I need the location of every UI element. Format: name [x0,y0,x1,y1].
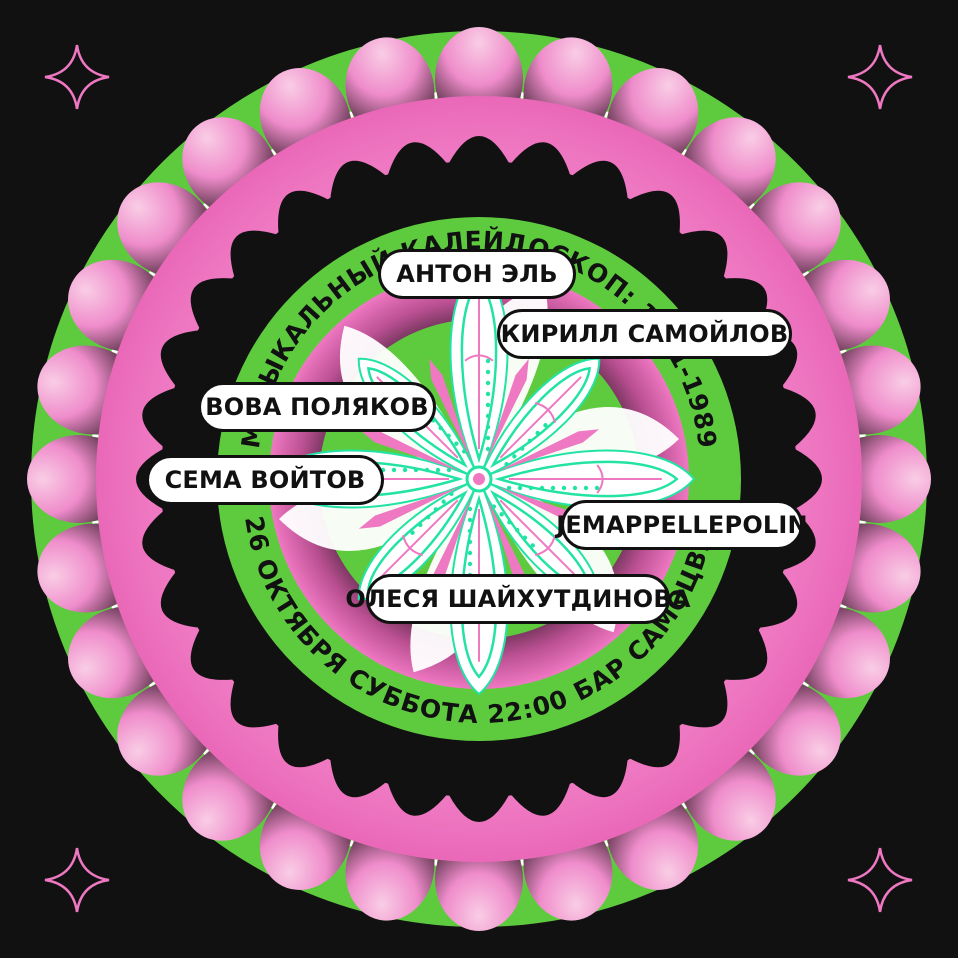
four-point-star-icon [847,847,913,913]
performer-pill-vova-polyakov: ВОВА ПОЛЯКОВ [198,382,436,432]
performer-name: ОЛЕСЯ ШАЙХУТДИНОВА [345,585,691,613]
four-point-star-icon [44,44,110,110]
four-point-star-icon [44,847,110,913]
performer-pill-kirill-samoylov: КИРИЛЛ САМОЙЛОВ [497,309,792,359]
performer-pill-anton-el: АНТОН ЭЛЬ [378,249,576,299]
performer-name: КИРИЛЛ САМОЙЛОВ [500,320,789,348]
performer-name: ВОВА ПОЛЯКОВ [205,393,429,421]
performer-name: JEMAPPELLEPOLIN [556,511,808,539]
performer-pill-sema-voytov: СЕМА ВОЙТОВ [146,455,384,505]
performer-name: СЕМА ВОЙТОВ [164,466,366,494]
performer-pill-olesya-shaykhutdinova: ОЛЕСЯ ШАЙХУТДИНОВА [345,574,690,624]
performer-name: АНТОН ЭЛЬ [396,260,558,288]
performer-pill-jemappellepolin: JEMAPPELLEPOLIN [556,500,808,550]
four-point-star-icon [847,44,913,110]
